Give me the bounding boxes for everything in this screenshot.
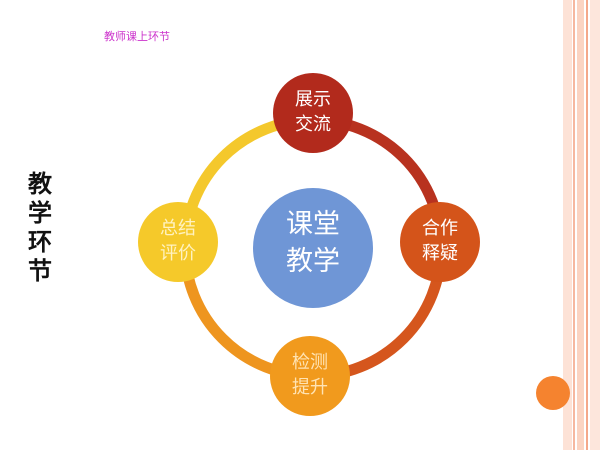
decor-stripe: [590, 0, 600, 450]
node-right-label: 合作 释疑: [400, 216, 480, 266]
side-title-char: 学: [28, 199, 52, 227]
decor-stripe: [573, 0, 575, 450]
node-label-line: 展示: [295, 89, 331, 110]
node-right-circle: [400, 202, 480, 282]
node-bottom-circle: [270, 336, 350, 416]
center-label-line: 课堂: [286, 209, 340, 240]
node-label-line: 合作: [422, 218, 458, 239]
decor-stripe: [586, 0, 588, 450]
node-label-line: 评价: [160, 243, 196, 264]
node-label-line: 交流: [295, 114, 331, 135]
decor-dot: [536, 376, 570, 410]
node-label-line: 总结: [160, 218, 196, 239]
decor-stripe: [577, 0, 584, 450]
decor-stripe: [563, 0, 572, 450]
center-label: 课堂 教学: [253, 206, 373, 280]
center-label-line: 教学: [286, 246, 340, 277]
side-title-char: 环: [28, 228, 52, 256]
center-circle: [253, 188, 373, 308]
node-left-circle: [138, 202, 218, 282]
node-top-label: 展示 交流: [273, 87, 353, 137]
node-label-line: 检测: [292, 352, 328, 373]
node-top-circle: [273, 73, 353, 153]
node-label-line: 释疑: [422, 243, 458, 264]
side-title: 教 学 环 节: [20, 170, 60, 286]
node-bottom-label: 检测 提升: [270, 350, 350, 400]
side-title-char: 教: [28, 170, 52, 198]
side-title-char: 节: [28, 257, 52, 285]
node-label-line: 提升: [292, 377, 328, 398]
node-left-label: 总结 评价: [138, 216, 218, 266]
slide-subtitle: 教师课上环节: [104, 30, 170, 43]
